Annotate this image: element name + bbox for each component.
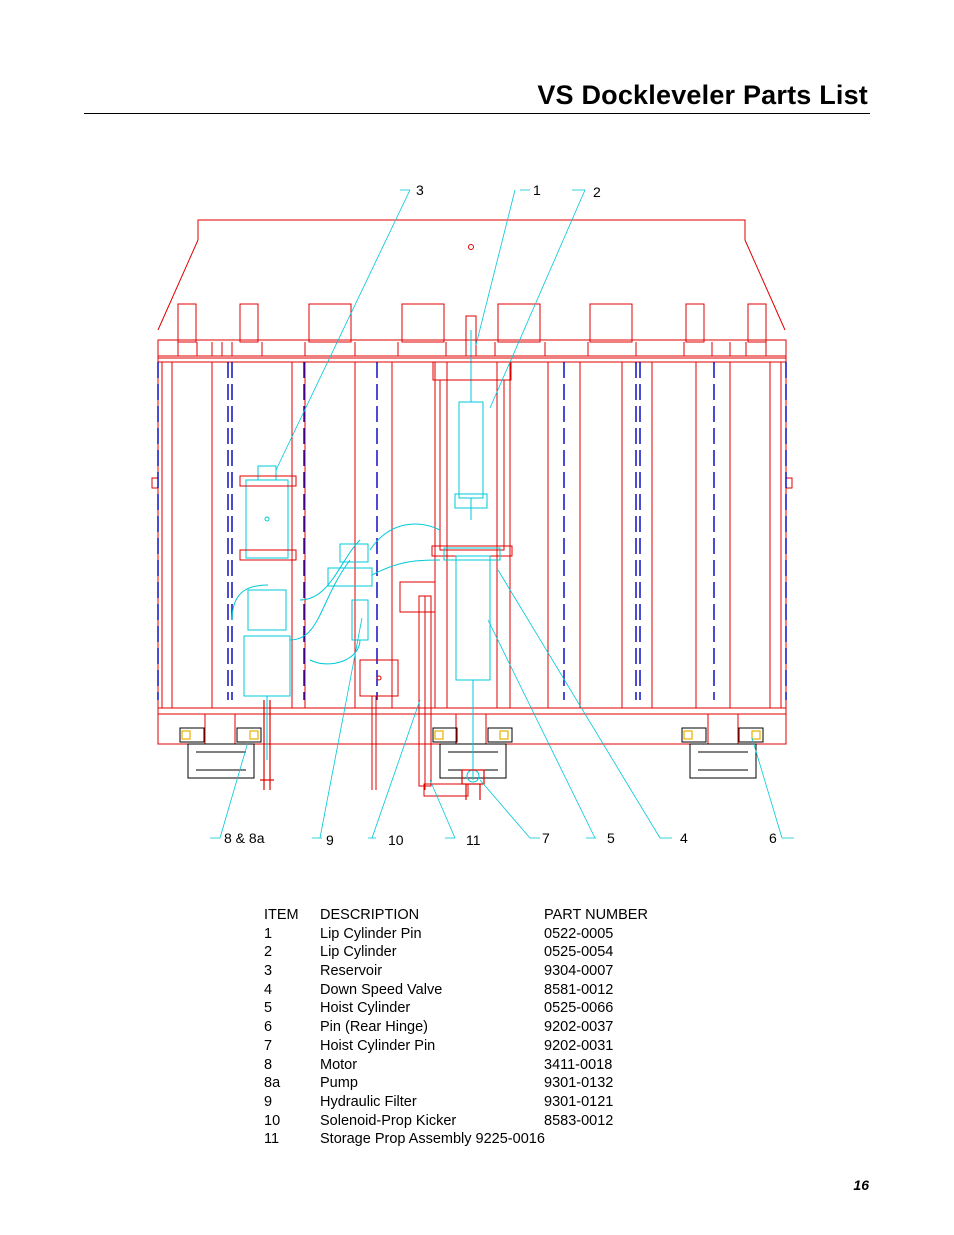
hinge-pin-ends xyxy=(181,730,761,740)
description-cell: Pump xyxy=(320,1075,358,1092)
callout-10: 10 xyxy=(388,832,404,848)
description-cell: Reservoir xyxy=(320,963,383,980)
reservoir xyxy=(245,465,289,559)
part-number-cell: 9202-0037 xyxy=(544,1019,614,1036)
item-cell: 1 xyxy=(264,925,273,942)
description-cell: Down Speed Valve xyxy=(320,981,443,998)
part-number-cell: 8583-0012 xyxy=(544,1112,614,1129)
item-cell: 3 xyxy=(264,963,273,980)
item-cell: 10 xyxy=(264,1112,281,1129)
description-cell: Hoist Cylinder xyxy=(320,1000,411,1017)
callout-9: 9 xyxy=(326,832,334,848)
item-cell: 8 xyxy=(264,1056,273,1073)
description-cell: Pin (Rear Hinge) xyxy=(320,1019,428,1036)
junction-box xyxy=(359,659,399,790)
item-cell: 8a xyxy=(264,1075,281,1092)
item-cell: 5 xyxy=(264,1000,273,1017)
motor-cord xyxy=(260,700,274,790)
item-cell: 2 xyxy=(264,944,273,961)
front-header xyxy=(157,339,787,363)
part-number-cell: 9202-0031 xyxy=(544,1037,614,1054)
callout-11: 11 xyxy=(466,832,481,848)
lip-cylinder-mount xyxy=(431,315,513,557)
header-part-number: PART NUMBER xyxy=(544,907,648,923)
header-item: ITEM xyxy=(264,907,299,923)
storage-prop xyxy=(418,595,469,797)
description-cell: Motor xyxy=(320,1056,358,1073)
part-number-cell: 9301-0121 xyxy=(544,1093,614,1110)
description-cell: Hoist Cylinder Pin xyxy=(320,1037,436,1054)
callout-5: 5 xyxy=(607,830,615,846)
description-cell: Solenoid-Prop Kicker xyxy=(320,1112,457,1129)
leader-lines xyxy=(210,189,794,839)
hoist-cylinder xyxy=(443,547,501,783)
title-rule xyxy=(84,113,870,114)
callout-1: 1 xyxy=(533,182,541,198)
part-number-cell: 8581-0012 xyxy=(544,981,614,998)
item-cell: 9 xyxy=(264,1093,273,1110)
part-number-cell: 0525-0054 xyxy=(544,944,614,961)
callout-3: 3 xyxy=(416,182,424,198)
item-cell: 7 xyxy=(264,1037,273,1054)
deck-beams xyxy=(157,362,787,700)
description-cell: Lip Cylinder xyxy=(320,944,397,961)
header-description: DESCRIPTION xyxy=(320,907,420,923)
deck-frame xyxy=(151,361,793,709)
part-number-cell: 0525-0066 xyxy=(544,1000,614,1017)
page-number: 16 xyxy=(853,1177,869,1193)
item-cell: 4 xyxy=(264,981,273,998)
lip-plate xyxy=(157,219,786,331)
part-number-cell: 9304-0007 xyxy=(544,963,614,980)
page-title: VS Dockleveler Parts List xyxy=(537,80,868,110)
valve-block xyxy=(309,523,441,665)
item-cell: 6 xyxy=(264,1019,273,1036)
description-cell: Storage Prop Assembly 9225-0016 xyxy=(320,1131,545,1148)
rear-hinge-pins xyxy=(179,727,764,779)
callout-7: 7 xyxy=(542,830,550,846)
part-number-cell: 9301-0132 xyxy=(544,1075,614,1092)
lip-hinges xyxy=(177,303,767,343)
item-cell: 11 xyxy=(264,1131,280,1148)
callout-2: 2 xyxy=(593,184,601,200)
reservoir-brackets xyxy=(239,475,297,561)
hoist-cylinder-pin xyxy=(461,769,485,800)
part-number-cell: 3411-0018 xyxy=(544,1056,613,1073)
lip-cylinder xyxy=(454,330,488,520)
callout-6: 6 xyxy=(769,830,777,846)
motor-pump xyxy=(231,539,361,760)
callout-4: 4 xyxy=(680,830,688,846)
description-cell: Hydraulic Filter xyxy=(320,1093,417,1110)
description-cell: Lip Cylinder Pin xyxy=(320,925,422,942)
callout-8-8a: 8 & 8a xyxy=(224,830,265,846)
part-number-cell: 0522-0005 xyxy=(544,925,614,942)
